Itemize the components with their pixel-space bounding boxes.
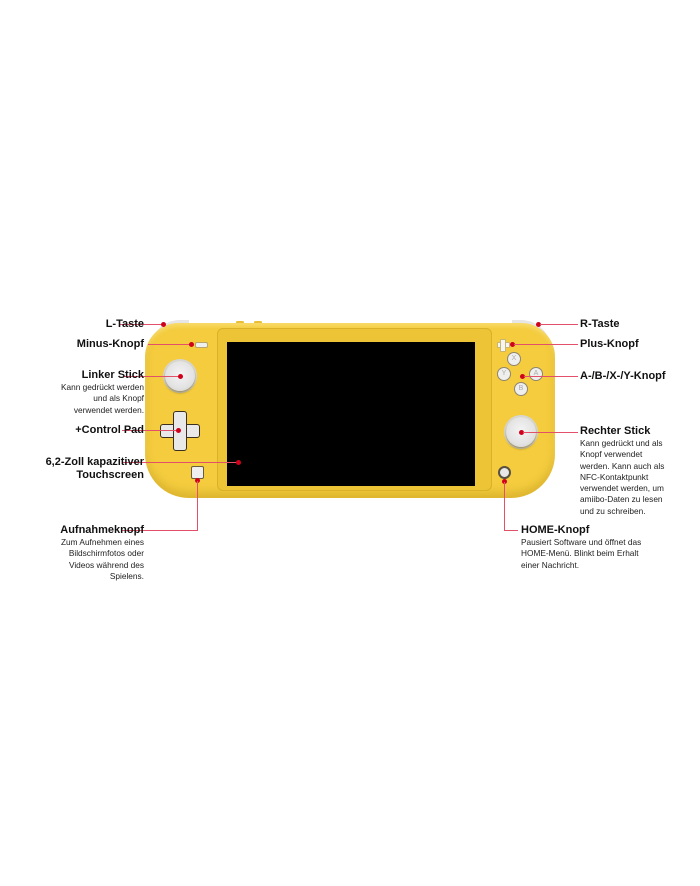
label-title-line: Touchscreen <box>76 469 144 481</box>
leader-line-capture-v <box>197 481 198 530</box>
marker-dot <box>189 342 194 347</box>
label-desc-line: amiibo-Daten zu lesen <box>580 494 663 505</box>
leader-line-home-v <box>504 482 505 530</box>
marker-dot <box>502 479 507 484</box>
label-title-line: 6,2-Zoll kapazitiver <box>45 456 144 468</box>
label-l-taste: L-Taste <box>105 318 144 330</box>
label-desc-line: Kann gedrückt werden <box>60 382 144 392</box>
label-title: Linker Stick <box>81 369 144 381</box>
leader-line-abxy <box>524 376 578 377</box>
marker-dot <box>178 374 183 379</box>
marker-dot <box>519 430 524 435</box>
home-button <box>498 466 511 479</box>
leader-line-minus <box>148 344 192 345</box>
leader-line-capture-h <box>122 530 198 531</box>
label-title: Aufnahmeknopf <box>60 524 144 536</box>
label-desc-line: Kann gedrückt und als <box>580 438 663 448</box>
label-desc-line: verwendet werden, um <box>580 483 664 494</box>
leader-line-r <box>540 324 578 325</box>
plus-button-vertical <box>500 339 506 352</box>
leader-line-control-pad <box>122 430 178 431</box>
volume-button <box>254 321 262 324</box>
marker-dot <box>536 322 541 327</box>
label-rechter-stick: Rechter Stick Kann gedrückt und als Knop… <box>580 425 698 517</box>
leader-line-right-stick <box>523 432 578 433</box>
label-minus-knopf: Minus-Knopf <box>76 338 144 350</box>
label-desc-line: und als Knopf <box>93 393 144 404</box>
marker-dot <box>236 460 241 465</box>
label-touchscreen: 6,2-Zoll kapazitiver Touchscreen <box>0 456 144 482</box>
label-desc-line: verwendet werden. <box>73 404 144 415</box>
y-button: Y <box>497 367 511 381</box>
label-title: HOME-Knopf <box>521 524 590 536</box>
label-desc-line: Pausiert Software und öffnet das <box>521 537 642 547</box>
label-control-pad: +Control Pad <box>75 424 144 436</box>
label-r-taste: R-Taste <box>580 318 620 330</box>
label-desc-line: Zum Aufnehmen eines <box>60 537 144 547</box>
label-aufnahmeknopf: Aufnahmeknopf Zum Aufnehmen eines Bildsc… <box>0 524 144 582</box>
marker-dot <box>520 374 525 379</box>
marker-dot <box>510 342 515 347</box>
label-desc-line: Videos während des <box>68 559 144 570</box>
label-desc-line: NFC-Kontaktpunkt <box>580 471 649 482</box>
marker-dot <box>176 428 181 433</box>
marker-dot <box>195 478 200 483</box>
marker-dot <box>161 322 166 327</box>
label-linker-stick: Linker Stick Kann gedrückt werden und al… <box>0 369 144 416</box>
label-desc-line: Bildschirmfotos oder <box>68 548 144 559</box>
volume-button <box>236 321 244 324</box>
label-desc-line: Knopf verwendet <box>580 449 643 460</box>
minus-button <box>195 342 208 348</box>
a-button: A <box>529 367 543 381</box>
label-title: Rechter Stick <box>580 425 651 437</box>
leader-line-touchscreen <box>122 462 238 463</box>
leader-line-l <box>120 324 162 325</box>
label-desc-line: HOME-Menü. Blinkt beim Erhalt <box>521 548 639 559</box>
leader-line-left-stick <box>123 376 180 377</box>
label-desc-line: Spielens. <box>109 570 144 581</box>
label-plus-knopf: Plus-Knopf <box>580 338 639 350</box>
label-desc-line: und zu schreiben. <box>580 505 646 516</box>
x-button: X <box>507 352 521 366</box>
touchscreen <box>227 342 475 486</box>
label-abxy-knopf: A-/B-/X-/Y-Knopf <box>580 370 666 382</box>
leader-line-home-h <box>504 530 518 531</box>
leader-line-plus <box>514 344 578 345</box>
label-home-knopf: HOME-Knopf Pausiert Software und öffnet … <box>521 524 696 571</box>
label-desc-line: einer Nachricht. <box>521 559 580 570</box>
label-desc-line: werden. Kann auch als <box>580 460 665 471</box>
b-button: B <box>514 382 528 396</box>
